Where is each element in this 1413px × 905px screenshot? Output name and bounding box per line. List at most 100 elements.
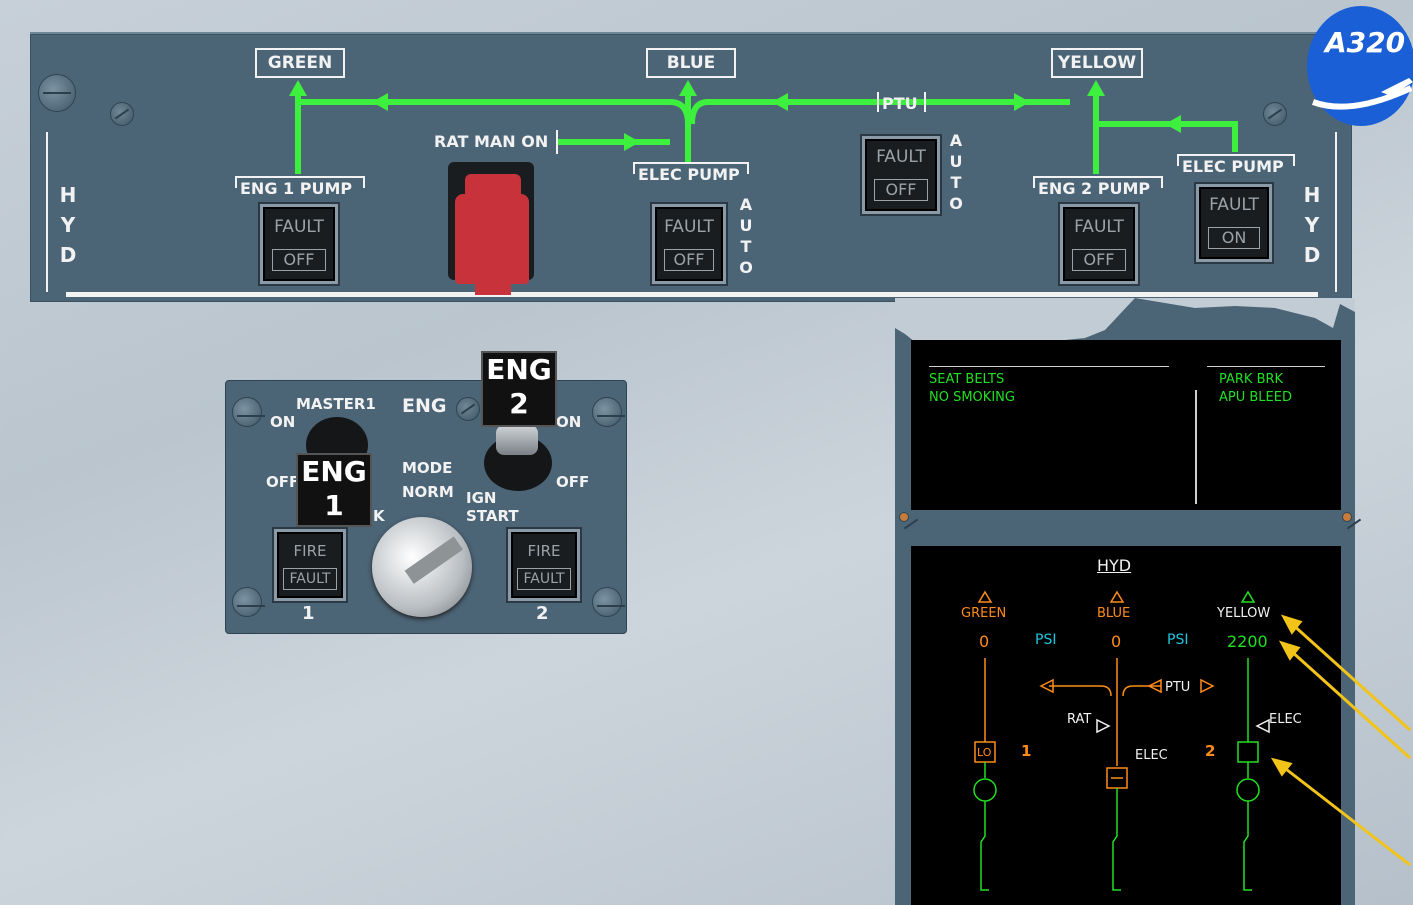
sd-hyd-synoptic [973,590,1270,891]
yellow-elec-pump-fault-light: FAULT [1209,195,1259,215]
fault2-label: FAULT [517,568,571,590]
panel-screw [456,397,480,421]
torn-edge [895,298,1355,348]
eng-title-label: ENG [402,395,447,417]
panel-screw [592,587,625,617]
sd-yellow-elec-label: ELEC [1269,712,1302,727]
eng1-pump-label: ENG 1 PUMP [240,179,353,198]
yellow-elec-pump-button[interactable]: FAULT ON [1196,184,1272,262]
rat-man-on-label: RAT MAN ON [434,132,549,151]
ptu-fault-light: FAULT [876,147,926,167]
fault1-label: FAULT [283,568,337,590]
yellow-system-label: YELLOW [1051,48,1143,78]
yellow-elec-pump-on-light: ON [1208,227,1260,249]
blue-elec-pump-button[interactable]: FAULT OFF [652,204,726,284]
eng2-pump-label: ENG 2 PUMP [1038,179,1151,198]
airplane-icon [1311,78,1413,110]
eng2-pump-fault-light: FAULT [1074,217,1124,237]
yellow-elec-pump-bracket [1177,154,1295,166]
eng1-pump-bracket [235,176,365,188]
eng1-fire-fault-light: FIRE FAULT [274,529,346,601]
ign-label: IGN [466,489,497,507]
rat-guard-top [465,174,521,194]
panel-screw [232,587,265,617]
a320-logo: A320 [1307,6,1413,126]
selector-pointer [404,536,463,584]
ptu-button[interactable]: FAULT OFF [862,136,940,214]
memo-no-smoking: NO SMOKING [929,390,1015,405]
hydraulic-flow-diagram [289,80,1238,174]
memo-line [1207,366,1325,367]
eng2-pump-bracket [1033,176,1163,188]
eng2-number: 2 [536,603,549,624]
sd-yellow-pressure: 2200 [1227,632,1268,651]
on-label-right: ON [556,413,582,431]
sd-blue-elec-label: ELEC [1135,748,1168,763]
master2-switch[interactable] [496,425,538,455]
norm-label: NORM [402,483,454,501]
sd-yellow-label: YELLOW [1217,606,1271,621]
sd-green-pump-lo: LO [977,746,992,759]
eng1-pump-button[interactable]: FAULT OFF [260,204,338,284]
mode-label: MODE [402,459,453,477]
green-system-label: GREEN [255,48,345,78]
blue-elec-pump-label: ELEC PUMP [638,165,740,184]
panel-screw [38,74,76,112]
rat-man-on-guard[interactable] [455,194,529,284]
off-label-left: OFF [266,473,300,491]
eng1-pump-fault-light: FAULT [274,217,324,237]
crank-label: K [373,507,385,525]
eng2-fire-fault-light: FIRE FAULT [508,529,580,601]
ewd-memo-screen: SEAT BELTS NO SMOKING PARK BRK APU BLEED [911,340,1341,510]
ign-mode-selector[interactable] [372,517,472,617]
fire1-label: FIRE [293,542,327,560]
ptu-label: PTU [882,94,918,113]
memo-seat-belts: SEAT BELTS [929,372,1005,387]
eng-master-panel: MASTER1 ENG ON OFF ON OFF MODE NORM K IG… [225,351,627,634]
sd-green-label: GREEN [961,606,1007,621]
annotation-arrows [1270,614,1412,867]
panel-screw [1263,102,1287,126]
sd-hyd-title: HYD [1097,556,1132,575]
memo-divider [1195,390,1197,504]
sd-green-pressure: 0 [979,632,990,651]
blue-elec-pump-fault-light: FAULT [664,217,714,237]
memo-park-brk: PARK BRK [1219,372,1284,387]
sd-blue-label: BLUE [1097,606,1131,621]
sd-blue-pressure: 0 [1111,632,1122,651]
memo-line [929,366,1169,367]
panel-border-line [1335,132,1337,292]
panel-screw [592,397,625,427]
blue-elec-pump-bracket [633,162,749,174]
memo-apu-bleed: APU BLEED [1219,390,1292,405]
eng2-pump-button[interactable]: FAULT OFF [1060,204,1138,284]
blue-elec-pump-off-light: OFF [664,249,714,271]
eng2-pump-off-light: OFF [1072,249,1126,271]
logo-text: A320 [1325,26,1406,59]
sd-rat-label: RAT [1067,712,1092,727]
yellow-elec-pump-label: ELEC PUMP [1182,157,1284,176]
start-label: START [466,507,519,525]
sd-psi-label: PSI [1167,632,1189,648]
panel-border-line [46,132,48,292]
sd-psi-label: PSI [1035,632,1057,648]
off-label-right: OFF [556,473,590,491]
fire2-label: FIRE [527,542,561,560]
sd-eng2-number: 2 [1205,742,1216,760]
eng1-pump-off-light: OFF [272,249,326,271]
sd-ptu-label: PTU [1165,680,1191,695]
sd-hyd-page: HYD GREEN BLUE YELLOW 0 PSI 0 PSI 2200 P… [911,546,1341,905]
blue-system-label: BLUE [646,48,736,78]
ptu-off-light: OFF [874,179,928,201]
on-label-left: ON [270,413,296,431]
frame-screw [899,512,909,522]
panel-screw [110,102,134,126]
ecam-display-frame: SEAT BELTS NO SMOKING PARK BRK APU BLEED… [895,298,1355,905]
